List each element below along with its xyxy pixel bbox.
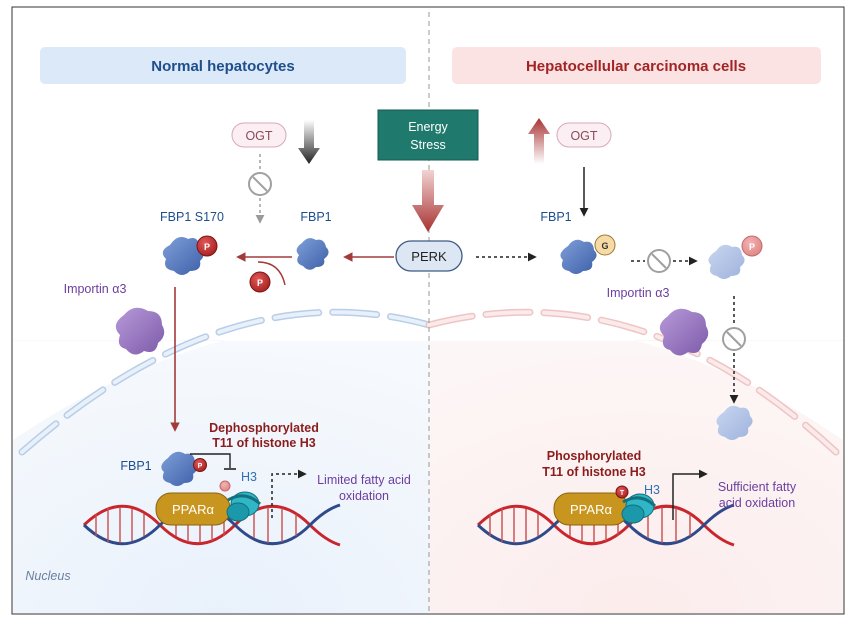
cytoplasm-left-mask	[13, 321, 429, 440]
right-outcome-line2: acid oxidation	[719, 496, 795, 510]
right-ogt-node	[556, 122, 612, 148]
pale-phospho-badge	[741, 235, 763, 257]
left-outcome-line2: oxidation	[339, 489, 389, 503]
pale-p-text: P	[749, 242, 755, 252]
glcnac-g-text: G	[601, 241, 608, 251]
right-histone	[621, 493, 657, 524]
right-h3-label: H3	[644, 483, 660, 497]
left-h3-label: H3	[241, 470, 257, 484]
nucleus-fbp1-label: FBP1	[120, 459, 151, 473]
nucleus-fbp1-phospho-badge	[193, 458, 207, 472]
right-importin-label: Importin α3	[607, 286, 670, 300]
left-ppar-label: PPARα	[172, 502, 214, 517]
right-ogt-label: OGT	[570, 129, 597, 143]
right-importin-protein	[659, 308, 709, 356]
fbp1-s170-phospho-badge	[196, 235, 218, 257]
left-histone	[226, 491, 262, 522]
t11-phospho-badge	[615, 485, 629, 499]
dephos-site-badge	[219, 480, 231, 492]
nucleus-fbp1-protein	[161, 451, 198, 486]
ogt-decrease-arrow	[298, 120, 320, 164]
left-fbp1-label: FBP1	[300, 210, 331, 224]
left-fbp1-protein	[296, 238, 329, 270]
dephos-line1: Dephosphorylated	[209, 421, 319, 435]
right-blocked-icon	[647, 249, 671, 273]
free-phosphate-p-text: P	[257, 278, 263, 288]
left-importin-label: Importin α3	[64, 282, 127, 296]
right-transcription-arrow	[672, 469, 708, 520]
right-outcome-line1: Sufficient fatty	[718, 480, 797, 494]
fbp1-s170-p-text: P	[204, 242, 210, 252]
t11-badge-text: T	[620, 490, 625, 497]
left-ogt-label: OGT	[245, 129, 272, 143]
right-blocked-slash	[651, 253, 667, 269]
right-fbp1-protein	[560, 239, 597, 274]
fbp1-s170-protein	[162, 237, 204, 275]
inhibition-line	[190, 453, 231, 468]
energy-stress-line1: Energy	[408, 120, 448, 134]
nucleus-label: Nucleus	[25, 569, 70, 583]
fbp1-s170-label: FBP1 S170	[160, 210, 224, 224]
dephos-line2: T11 of histone H3	[212, 436, 316, 450]
right-dna-helix	[476, 503, 735, 547]
right-panel-title: Hepatocellular carcinoma cells	[526, 58, 746, 75]
right-fbp1-label: FBP1	[540, 210, 571, 224]
nuclear-envelope-left-inner	[20, 310, 431, 454]
left-header-box	[40, 47, 406, 84]
import-blocked-icon	[722, 327, 746, 351]
cytoplasm-right-mask	[429, 321, 843, 440]
phos-line2: T11 of histone H3	[542, 465, 646, 479]
right-header-box	[452, 47, 821, 84]
energy-to-perk-arrow	[412, 170, 444, 232]
nucleus-fbp1-p-text: P	[198, 463, 203, 470]
left-outcome-line1: Limited fatty acid	[317, 473, 411, 487]
free-phosphate-badge	[249, 271, 271, 293]
phos-line1: Phosphorylated	[547, 449, 641, 463]
ogt-increase-arrow	[528, 118, 550, 164]
left-blocked-slash	[252, 176, 268, 192]
energy-stress-box	[377, 109, 479, 161]
nucleus-pale-fbp1	[716, 405, 753, 440]
pale-fbp1-protein	[708, 244, 745, 279]
left-importin-protein	[115, 307, 165, 355]
import-blocked-slash	[726, 331, 742, 347]
perk-label: PERK	[411, 249, 447, 264]
nuclear-envelope-right-inner	[427, 310, 838, 454]
left-transcription-arrow	[271, 469, 307, 518]
energy-stress-line2: Stress	[410, 138, 445, 152]
right-ppar-label: PPARα	[570, 502, 612, 517]
left-panel-title: Normal hepatocytes	[151, 58, 294, 75]
perk-node	[395, 240, 463, 272]
glcnac-badge	[594, 234, 616, 256]
left-ogt-node	[231, 122, 287, 148]
left-blocked-icon	[248, 172, 272, 196]
phosphate-curve	[257, 261, 286, 286]
